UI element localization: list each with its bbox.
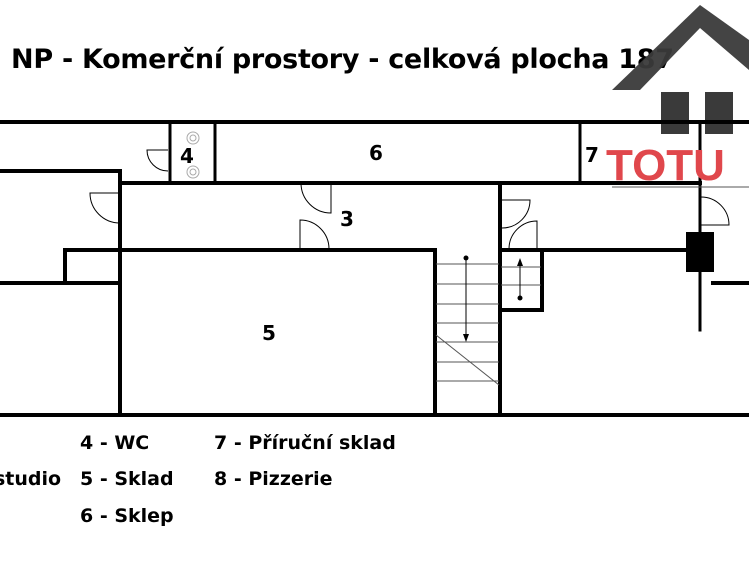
room-label-7: 7 (585, 143, 599, 167)
legend-item-studio: studio (0, 468, 62, 490)
room-label-3: 3 (340, 207, 354, 231)
room-label-6: 6 (369, 141, 383, 165)
door-icon (89, 149, 730, 250)
legend-item-wc: 4 - WC (80, 432, 150, 454)
legend-item-pizzerie: 8 - Pizzerie (214, 468, 333, 490)
legend-item-sklad-pr: 7 - Příruční sklad (214, 432, 396, 454)
plan-title: . NP - Komerční prostory - celková ploch… (0, 44, 674, 75)
room-label-4: 4 (180, 144, 194, 168)
room-label-5: 5 (262, 321, 276, 345)
stair-arrow-icon (463, 255, 523, 342)
logo-text: TOTU (606, 141, 725, 190)
logo-roof-icon (612, 5, 749, 134)
legend-item-sklep: 6 - Sklep (80, 505, 174, 527)
legend-item-sklad: 5 - Sklad (80, 468, 174, 490)
toilet-icon (186, 131, 200, 179)
